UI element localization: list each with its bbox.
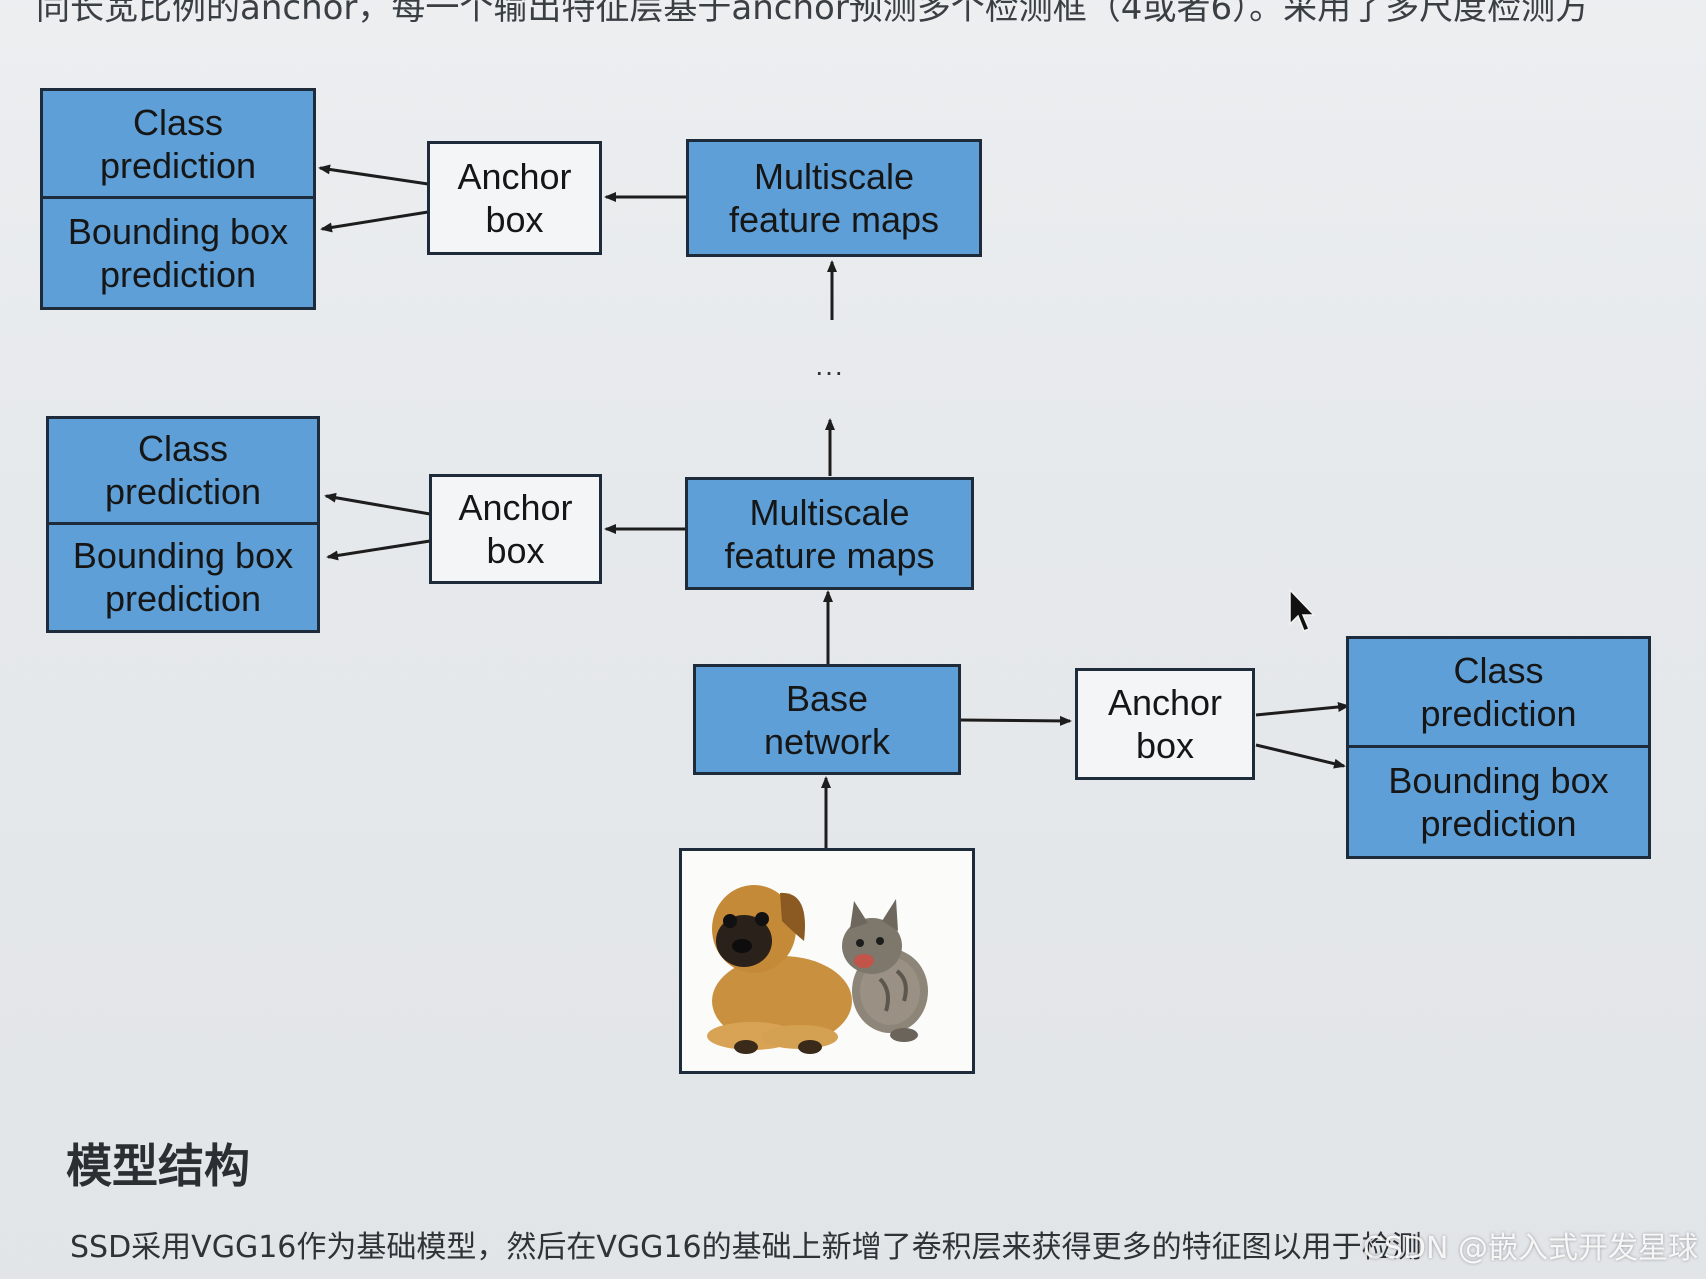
- csdn-watermark: CSDN @嵌入式开发星球: [1362, 1231, 1698, 1266]
- section-title-model-structure: 模型结构: [66, 1139, 250, 1193]
- arrow-top-anchor-to-class: [318, 164, 429, 186]
- arrow-right-anchor-to-class: [1255, 701, 1350, 717]
- middle-bbox-prediction-label: Bounding box prediction: [72, 535, 294, 620]
- top-bbox-prediction-label: Bounding box prediction: [67, 211, 289, 295]
- top-feature-maps-label: Multiscale feature maps: [728, 156, 940, 240]
- dog-and-cat-picture: [707, 885, 928, 1054]
- right-bbox-prediction-label: Bounding box prediction: [1388, 759, 1609, 844]
- arrow-base-to-right-anchor: [959, 715, 1072, 726]
- right-bbox-prediction-box: Bounding box prediction: [1349, 748, 1648, 857]
- mouse-cursor-icon: [1289, 588, 1316, 632]
- middle-feature-maps-label: Multiscale feature maps: [724, 491, 935, 576]
- middle-prediction-group: Class prediction Bounding box prediction: [46, 416, 320, 633]
- right-class-prediction-label: Class prediction: [1420, 649, 1577, 734]
- right-prediction-group: Class prediction Bounding box prediction: [1346, 636, 1651, 859]
- diagram-arrows: [318, 164, 1350, 848]
- arrow-mid-anchor-to-class: [324, 492, 431, 516]
- base-network-box: Base network: [693, 664, 961, 775]
- input-image-dog-and-cat: [679, 848, 975, 1074]
- header-paragraph-text: 同长宽比例的anchor，每一个输出特征层基于anchor预测多个检测框（4或者…: [36, 0, 1590, 28]
- top-bbox-prediction-box: Bounding box prediction: [43, 199, 313, 307]
- top-class-prediction-label: Class prediction: [99, 101, 257, 186]
- middle-feature-maps-box: Multiscale feature maps: [685, 477, 974, 590]
- arrow-right-anchor-to-bbox: [1255, 743, 1346, 769]
- middle-anchor-box: Anchor box: [429, 474, 602, 584]
- right-class-prediction-box: Class prediction: [1349, 639, 1648, 748]
- section-body-text: SSD采用VGG16作为基础模型，然后在VGG16的基础上新增了卷积层来获得更多…: [70, 1230, 1422, 1265]
- top-anchor-box: Anchor box: [427, 141, 602, 255]
- top-anchor-box-label: Anchor box: [457, 156, 572, 240]
- top-feature-maps-box: Multiscale feature maps: [686, 139, 982, 257]
- right-anchor-box-label: Anchor box: [1107, 682, 1223, 766]
- top-prediction-group: Class prediction Bounding box prediction: [40, 88, 316, 310]
- middle-class-prediction-box: Class prediction: [49, 419, 317, 525]
- base-network-label: Base network: [763, 677, 891, 762]
- arrow-top-anchor-to-bbox: [320, 210, 429, 233]
- ellipsis-text: ...: [815, 350, 845, 381]
- arrow-mid-anchor-to-bbox: [326, 539, 431, 561]
- middle-class-prediction-label: Class prediction: [104, 428, 262, 513]
- top-class-prediction-box: Class prediction: [43, 91, 313, 199]
- right-anchor-box: Anchor box: [1075, 668, 1255, 780]
- middle-bbox-prediction-box: Bounding box prediction: [49, 525, 317, 631]
- middle-anchor-box-label: Anchor box: [458, 487, 573, 571]
- ssd-architecture-diagram: Class prediction Bounding box prediction…: [40, 88, 1651, 1074]
